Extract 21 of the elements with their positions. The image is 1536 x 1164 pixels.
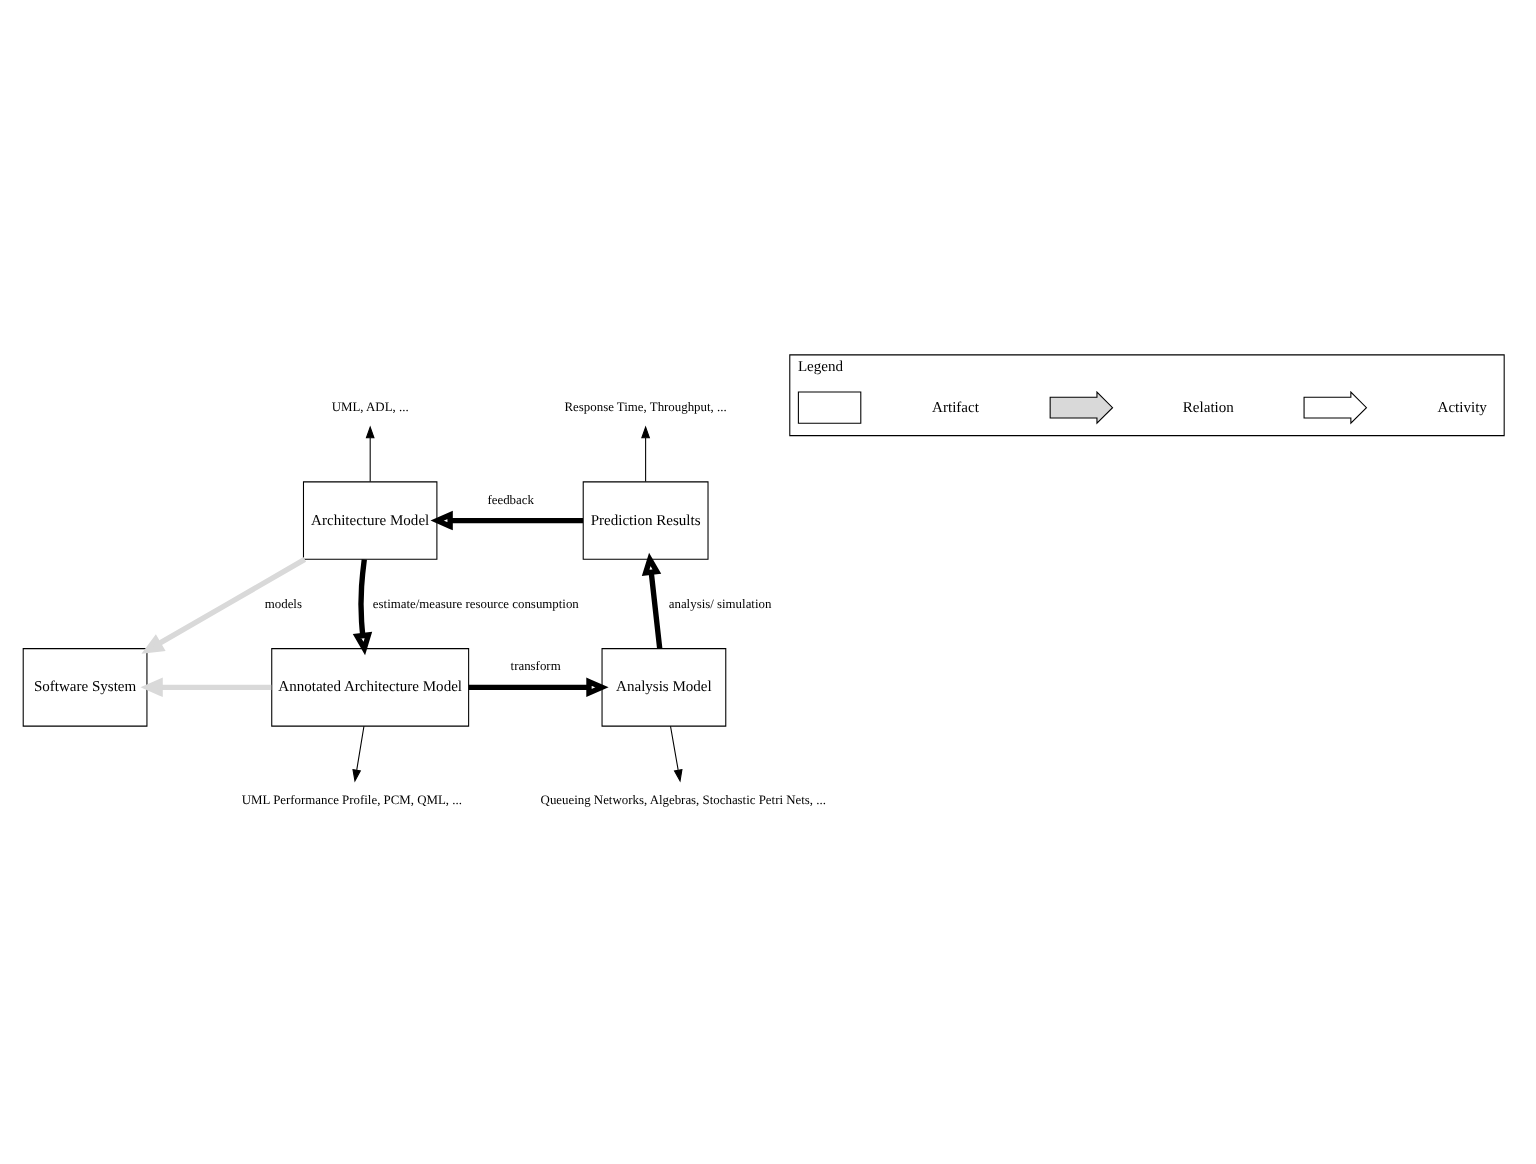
node-box — [797, 390, 862, 423]
arrow — [140, 676, 272, 697]
arrow — [430, 509, 583, 530]
arrow — [365, 424, 375, 481]
node-box: Annotated Architecture Model — [271, 647, 470, 726]
arrow — [141, 556, 307, 653]
legend-label: Artifact — [932, 396, 979, 415]
node-box: Software System — [22, 647, 148, 726]
node-box: Architecture Model — [302, 480, 438, 559]
arrow — [352, 724, 365, 782]
node-box: Prediction Results — [582, 480, 709, 559]
node-box: Analysis Model — [601, 647, 727, 726]
arrow — [352, 558, 373, 655]
arrow — [641, 551, 663, 648]
legend-label: Activity — [1437, 396, 1487, 415]
node-arrow — [1303, 389, 1368, 424]
legend-label: Relation — [1182, 396, 1234, 415]
node-arrow — [1049, 389, 1114, 424]
arrow — [669, 724, 683, 782]
arrow — [468, 676, 609, 697]
arrow — [641, 424, 651, 481]
